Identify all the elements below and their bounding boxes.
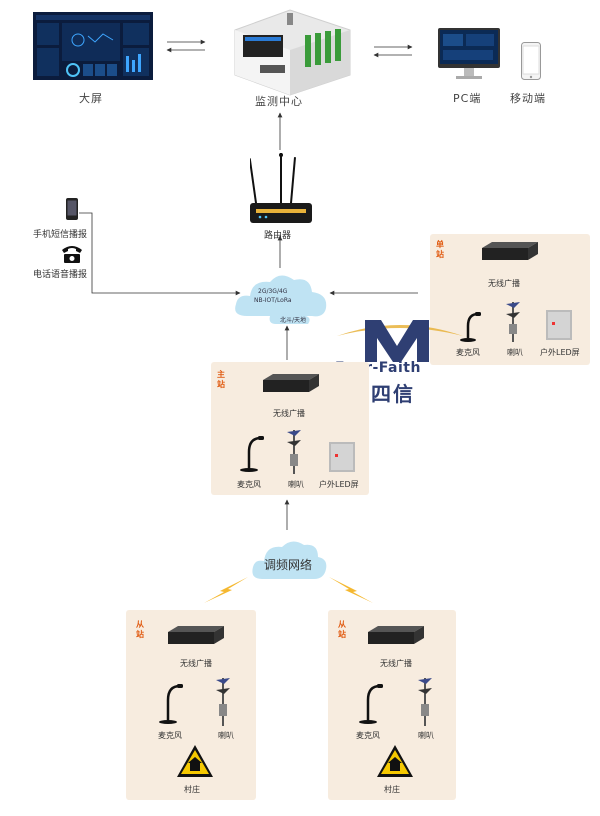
- single-mic-label: 麦克风: [456, 348, 480, 357]
- main-led: [329, 442, 355, 472]
- main-station-panel: 主站 无线广播 麦克风 喇叭 户外LED屏: [211, 362, 369, 495]
- main-broadcast-device: [263, 372, 319, 394]
- single-mic: [458, 312, 482, 342]
- led-screen-icon: [329, 442, 355, 472]
- telephone-label: 电话语音播报: [33, 270, 88, 280]
- slave-left-panel: 从站 无线广播 麦克风 喇叭 村庄: [126, 610, 256, 800]
- single-station-tag: 单站: [436, 240, 444, 259]
- monitoring-center-image: [225, 5, 355, 97]
- monitor-icon: [438, 28, 500, 79]
- loudspeaker-icon: [216, 678, 230, 726]
- broadcast-box-icon: [368, 626, 424, 644]
- single-led: [546, 310, 572, 340]
- slave-left-mic-label: 麦克风: [158, 731, 182, 740]
- slave-right-tag: 从站: [338, 620, 346, 639]
- pc-image: [438, 28, 500, 82]
- lightning-right-icon: [329, 577, 373, 603]
- pc-label: PC端: [453, 92, 482, 105]
- single-horn: [502, 300, 524, 342]
- cloud-icon: [235, 275, 327, 324]
- main-horn: [283, 428, 305, 474]
- main-led-label: 户外LED屏: [319, 480, 359, 489]
- loudspeaker-icon: [418, 678, 432, 726]
- lightning-left-icon: [204, 577, 248, 603]
- mobile-phone-label: 手机短信播报: [33, 230, 88, 240]
- loudspeaker-icon: [506, 302, 520, 342]
- arrow-bigscreen-center: [166, 39, 206, 53]
- slave-left-mic: [158, 684, 184, 724]
- dashboard-screen-icon: [33, 12, 153, 80]
- big-screen-label: 大屏: [79, 92, 103, 105]
- cloud-line1: 2G/3G/4G: [258, 288, 288, 295]
- mobile-label: 移动端: [510, 92, 546, 105]
- slave-right-mic-label: 麦克风: [356, 731, 380, 740]
- router-icon: [248, 153, 312, 223]
- brand-cn: 四信: [371, 382, 415, 406]
- slave-right-mic: [358, 684, 384, 724]
- microphone-icon: [359, 684, 383, 724]
- slave-right-village: [376, 744, 414, 778]
- single-broadcast-device: [482, 240, 538, 262]
- broadcast-box-icon: [168, 626, 224, 644]
- four-faith-logo-icon: [337, 320, 463, 362]
- slave-left-horn-label: 喇叭: [218, 731, 234, 740]
- main-device-label: 无线广播: [273, 409, 305, 418]
- slave-left-tag: 从站: [136, 620, 144, 639]
- broadcast-box-icon: [263, 374, 319, 392]
- single-led-label: 户外LED屏: [540, 348, 580, 357]
- slave-right-device-label: 无线广播: [380, 659, 412, 668]
- slave-right-horn: [414, 676, 436, 726]
- single-horn-label: 喇叭: [507, 348, 523, 357]
- arrow-center-pc: [373, 44, 413, 58]
- router-image: [248, 153, 312, 225]
- smartphone-icon: [521, 42, 541, 80]
- slave-right-horn-label: 喇叭: [418, 731, 434, 740]
- fm-network-cloud: 调频网络: [250, 535, 328, 585]
- cellphone-icon: [66, 198, 78, 220]
- main-station-tag: 主站: [217, 370, 225, 389]
- slave-left-broadcast-device: [168, 624, 224, 646]
- village-warning-sign-icon: [177, 745, 213, 777]
- microphone-icon: [240, 436, 264, 472]
- big-screen-image: [33, 12, 153, 80]
- slave-left-device-label: 无线广播: [180, 659, 212, 668]
- router-label: 路由器: [264, 231, 292, 241]
- mobile-phone-image: [66, 198, 78, 220]
- slave-left-village: [176, 744, 214, 778]
- line-phone-cloud: [79, 212, 241, 296]
- monitoring-center-label: 监测中心: [255, 95, 303, 108]
- microphone-icon: [460, 312, 481, 342]
- network-cloud: 2G/3G/4G NB-IOT/LoRa 北斗/天地: [232, 268, 332, 330]
- led-screen-icon: [546, 310, 572, 340]
- single-station-panel: 单站 无线广播 麦克风 喇叭 户外LED屏: [430, 234, 590, 365]
- main-mic-label: 麦克风: [237, 480, 261, 489]
- cloud-icon: [252, 541, 327, 579]
- main-horn-label: 喇叭: [288, 480, 304, 489]
- control-room-icon: [234, 9, 351, 96]
- loudspeaker-icon: [287, 430, 301, 474]
- telephone-icon: [62, 246, 82, 263]
- slave-right-panel: 从站 无线广播 麦克风 喇叭 村庄: [328, 610, 456, 800]
- single-device-label: 无线广播: [488, 279, 520, 288]
- mobile-image: [521, 42, 541, 80]
- microphone-icon: [159, 684, 183, 724]
- main-mic: [239, 436, 265, 472]
- slave-left-horn: [212, 676, 234, 726]
- telephone-image: [60, 244, 84, 264]
- fm-network-label: 调频网络: [264, 558, 313, 572]
- slave-right-village-label: 村庄: [384, 785, 400, 794]
- broadcast-box-icon: [482, 242, 538, 260]
- cloud-line3: 北斗/天地: [280, 317, 307, 324]
- slave-left-village-label: 村庄: [184, 785, 200, 794]
- slave-right-broadcast-device: [368, 624, 424, 646]
- village-warning-sign-icon: [377, 745, 413, 777]
- cloud-line2: NB-IOT/LoRa: [254, 297, 292, 304]
